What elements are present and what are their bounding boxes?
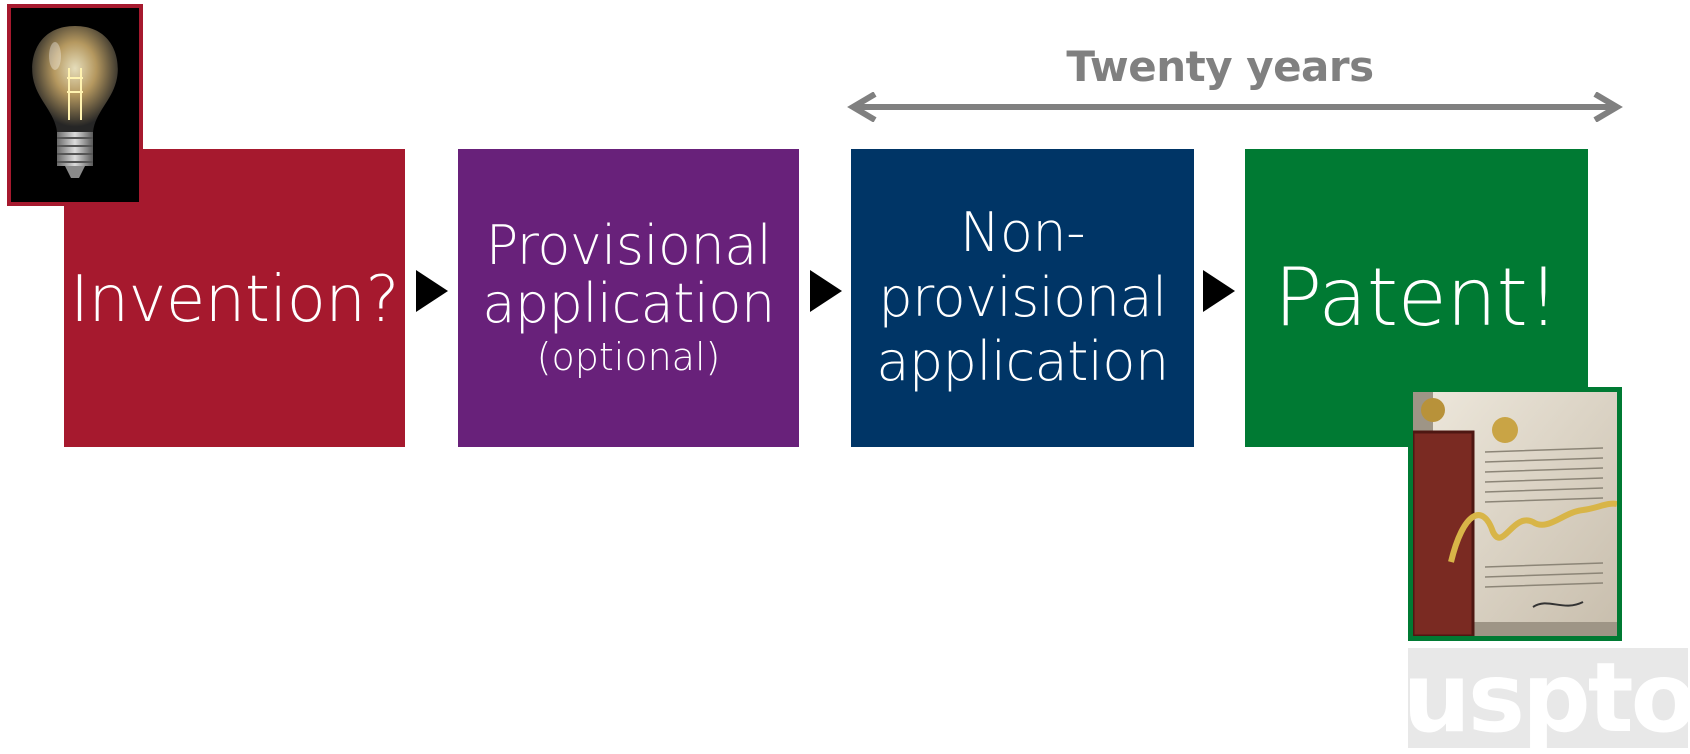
step-sublabel: (optional) <box>536 335 721 380</box>
step-label: Invention? <box>70 263 399 338</box>
step-label-line: Provisional <box>485 213 772 277</box>
flow-arrow-icon <box>416 270 448 312</box>
step-label-line: application <box>876 330 1169 394</box>
flow-arrow-icon <box>810 270 842 312</box>
span-label: Twenty years <box>1066 42 1374 91</box>
step-non-provisional-application: Non- provisional application <box>851 149 1194 447</box>
light-bulb-icon <box>7 4 143 206</box>
uspto-logo-text: uspto <box>1402 642 1690 754</box>
patent-document-icon <box>1408 387 1622 641</box>
flow-arrow-icon <box>1203 270 1235 312</box>
step-label-line: application <box>482 272 775 336</box>
uspto-logo: uspto <box>1402 648 1690 748</box>
double-arrow-icon <box>847 92 1623 122</box>
step-label-line: provisional <box>878 265 1167 329</box>
step-provisional-application: Provisional application (optional) <box>458 149 799 447</box>
step-label: Patent! <box>1274 250 1559 344</box>
step-label-line: Non- <box>959 200 1086 264</box>
